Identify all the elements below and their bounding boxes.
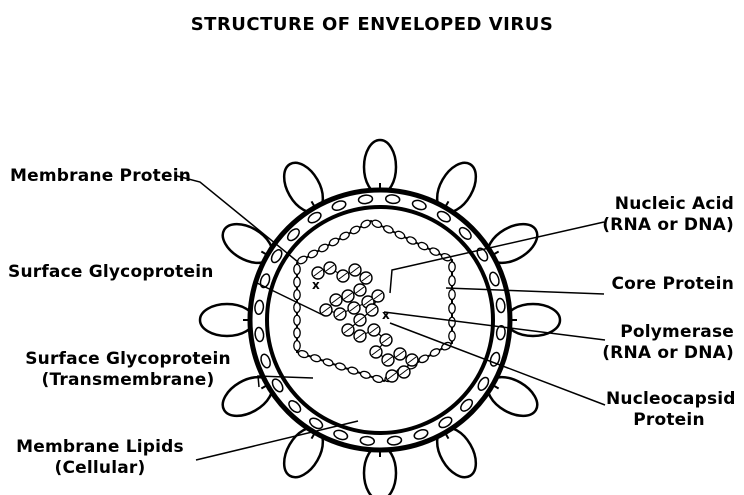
core-protein-unit	[294, 290, 300, 300]
label-nucleocapsid-protein: Nucleocapsid Protein	[606, 389, 732, 431]
label-core-protein: Core Protein	[560, 274, 734, 295]
polymerase-mark: x	[312, 278, 320, 292]
label-text: Polymerase	[560, 322, 734, 343]
label-text: Surface Glycoprotein	[8, 262, 214, 283]
label-text: Protein	[606, 410, 732, 431]
label-surface-glycoprotein-transmembrane: Surface Glycoprotein (Transmembrane)	[6, 349, 250, 391]
polymerase-mark: x	[382, 308, 390, 322]
label-membrane-protein: Membrane Protein	[10, 166, 191, 187]
label-surface-glycoprotein: Surface Glycoprotein	[8, 262, 214, 283]
core-protein-unit	[449, 317, 455, 327]
label-text: Nucleic Acid	[560, 194, 734, 215]
label-text: (Cellular)	[14, 458, 186, 479]
core-protein-unit	[294, 264, 300, 274]
label-text: (RNA or DNA)	[560, 343, 734, 364]
core-protein-unit	[449, 262, 455, 272]
label-nucleic-acid: Nucleic Acid (RNA or DNA)	[560, 194, 734, 236]
label-text: (Transmembrane)	[6, 370, 250, 391]
core-protein-unit	[294, 277, 300, 287]
core-protein-unit	[449, 303, 455, 313]
label-text: Membrane Protein	[10, 166, 191, 187]
core-protein-unit	[449, 331, 455, 341]
label-text: Nucleocapsid	[606, 389, 732, 410]
label-text: Membrane Lipids	[14, 437, 186, 458]
label-text: Core Protein	[560, 274, 734, 295]
diagram-title: STRUCTURE OF ENVELOPED VIRUS	[0, 14, 744, 35]
core-protein-unit	[294, 315, 300, 325]
core-protein-unit	[294, 328, 300, 338]
core-protein-unit	[294, 341, 300, 351]
label-membrane-lipids: Membrane Lipids (Cellular)	[14, 437, 186, 479]
label-polymerase: Polymerase (RNA or DNA)	[560, 322, 734, 364]
label-text: Surface Glycoprotein	[6, 349, 250, 370]
inner-envelope	[267, 207, 493, 433]
core-protein-unit	[449, 290, 455, 300]
core-protein-unit	[449, 276, 455, 286]
label-text: (RNA or DNA)	[560, 215, 734, 236]
